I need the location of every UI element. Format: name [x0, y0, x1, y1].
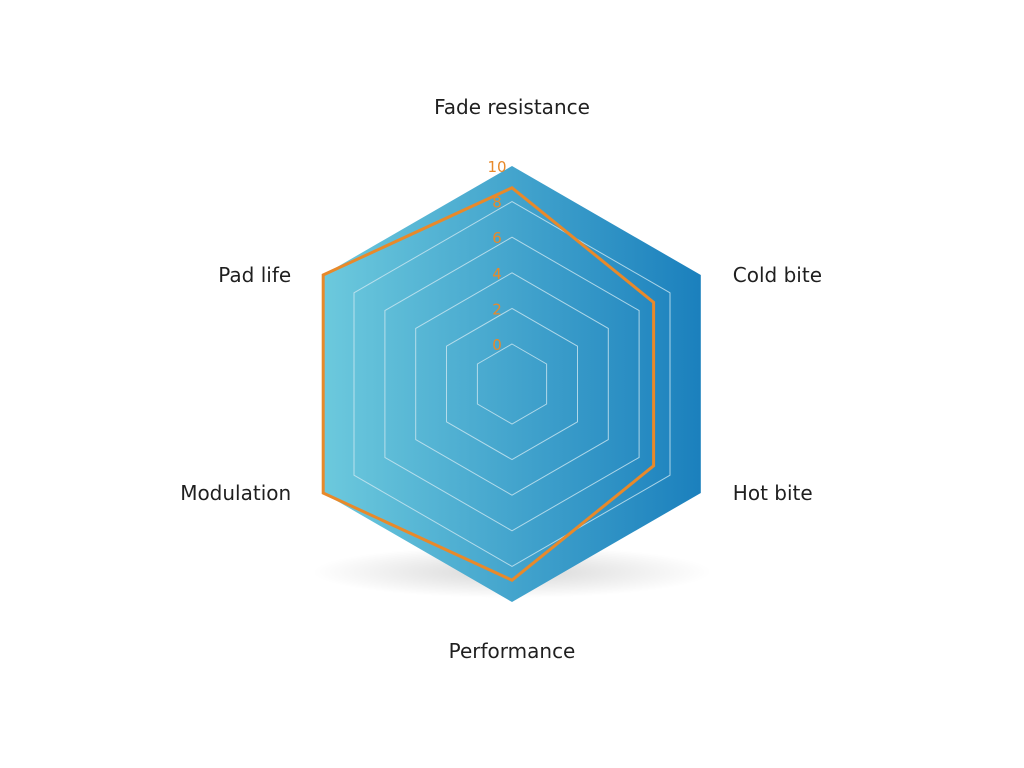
axis-label-pad-life: Pad life — [218, 263, 291, 287]
tick-label-2: 2 — [492, 300, 502, 318]
grid-ring-2 — [446, 307, 578, 461]
axis-label-hot-bite: Hot bite — [733, 481, 813, 505]
axis-label-cold-bite: Cold bite — [733, 263, 822, 287]
tick-label-4: 4 — [492, 265, 502, 283]
radar-grid — [353, 201, 671, 567]
tick-label-10: 10 — [487, 158, 506, 176]
grid-ring-6 — [384, 236, 640, 532]
grid-ring-4 — [415, 272, 609, 496]
radial-tick-labels: 0 2 4 6 8 10 — [487, 158, 506, 354]
grid-ring-0 — [476, 343, 548, 425]
tick-label-6: 6 — [492, 229, 502, 247]
axis-label-performance: Performance — [449, 639, 576, 663]
grid-ring-8 — [353, 201, 671, 567]
series-line — [321, 186, 656, 582]
tick-label-8: 8 — [492, 194, 502, 212]
axis-label-modulation: Modulation — [180, 481, 291, 505]
tick-label-0: 0 — [492, 336, 502, 354]
radar-background — [323, 166, 701, 602]
axis-label-fade-resistance: Fade resistance — [434, 95, 590, 119]
